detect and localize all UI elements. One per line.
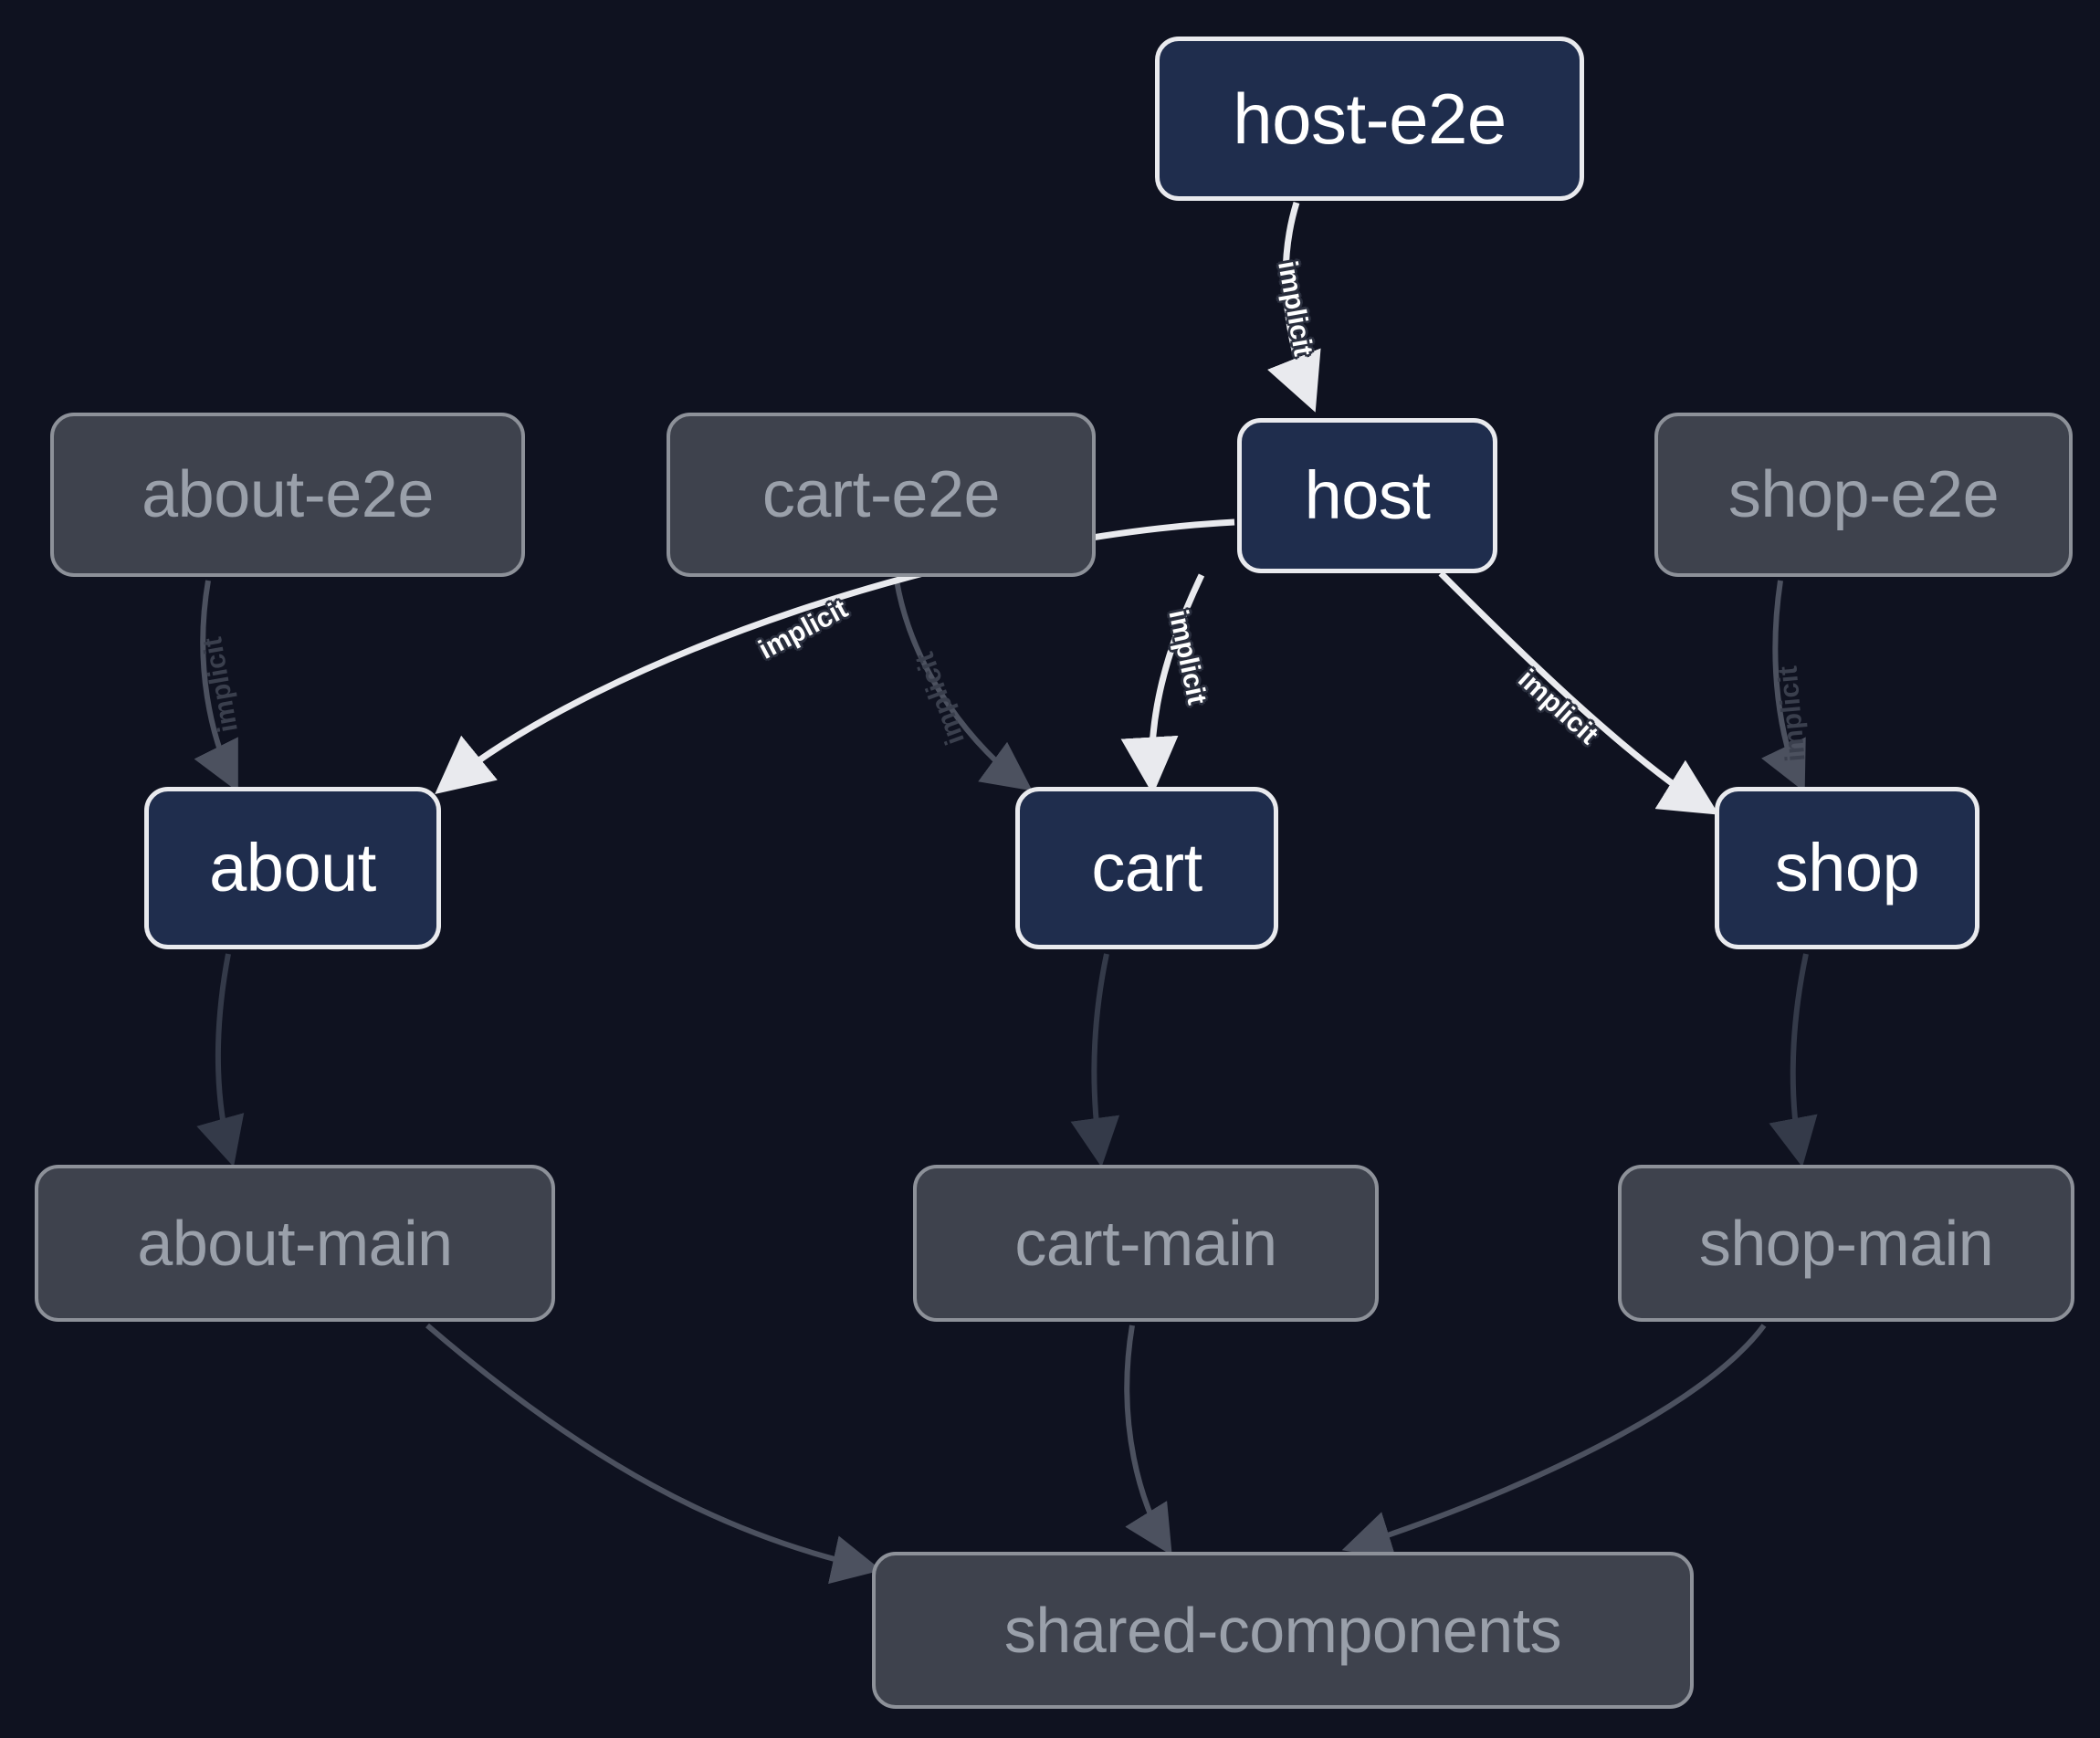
edge-label-host-e2e-to-host: implicit — [1272, 258, 1318, 359]
edge-label-about-e2e-to-about: implicit — [197, 634, 244, 735]
edge-about-e2e-to-about — [194, 580, 238, 792]
edge-label-shop-e2e-to-shop: implicit — [1772, 665, 1811, 763]
node-host-e2e[interactable]: host-e2e — [1155, 37, 1584, 201]
node-label-host-e2e: host-e2e — [1233, 79, 1507, 159]
node-shop-main[interactable]: shop-main — [1618, 1165, 2074, 1322]
edge-label-host-to-shop: implicit — [1512, 664, 1604, 751]
node-shop-e2e[interactable]: shop-e2e — [1654, 413, 2073, 577]
node-about[interactable]: about — [144, 787, 441, 949]
edge-about-to-about-main — [196, 953, 245, 1167]
edge-about-main-to-shared-components — [425, 1323, 882, 1585]
node-shared-components[interactable]: shared-components — [872, 1552, 1694, 1709]
node-about-main[interactable]: about-main — [35, 1165, 555, 1322]
node-label-shared-components: shared-components — [1003, 1595, 1562, 1666]
edge-shop-to-shop-main — [1769, 953, 1818, 1167]
node-label-cart: cart — [1091, 830, 1202, 906]
edge-label-cart-e2e-to-cart: implicit — [909, 648, 971, 749]
node-label-shop: shop — [1774, 830, 1920, 906]
edge-shop-main-to-shared-components — [1341, 1324, 1767, 1559]
node-label-cart-e2e: cart-e2e — [761, 458, 1001, 531]
node-label-about: about — [209, 830, 376, 906]
node-host[interactable]: host — [1237, 418, 1497, 573]
edge-host-to-shop — [1438, 571, 1719, 815]
node-shop[interactable]: shop — [1715, 787, 1979, 949]
edge-cart-e2e-to-cart — [894, 580, 1033, 791]
node-label-cart-main: cart-main — [1014, 1208, 1277, 1279]
node-label-about-main: about-main — [137, 1208, 453, 1279]
edge-label-host-to-cart: implicit — [1162, 607, 1213, 707]
edge-cart-to-cart-main — [1070, 953, 1120, 1167]
node-cart-e2e[interactable]: cart-e2e — [667, 413, 1096, 577]
edge-shop-e2e-to-shop — [1761, 580, 1806, 792]
node-cart-main[interactable]: cart-main — [913, 1165, 1379, 1322]
edge-host-to-cart — [1120, 573, 1205, 795]
node-cart[interactable]: cart — [1015, 787, 1278, 949]
edge-host-e2e-to-host — [1267, 201, 1321, 413]
node-about-e2e[interactable]: about-e2e — [50, 413, 525, 577]
node-label-host: host — [1304, 457, 1431, 533]
node-label-about-e2e: about-e2e — [142, 458, 434, 531]
edge-cart-main-to-shared-components — [1124, 1324, 1172, 1556]
node-label-shop-main: shop-main — [1698, 1208, 1994, 1279]
edge-label-host-to-about: implicit — [753, 593, 853, 665]
node-label-shop-e2e: shop-e2e — [1727, 458, 2000, 531]
